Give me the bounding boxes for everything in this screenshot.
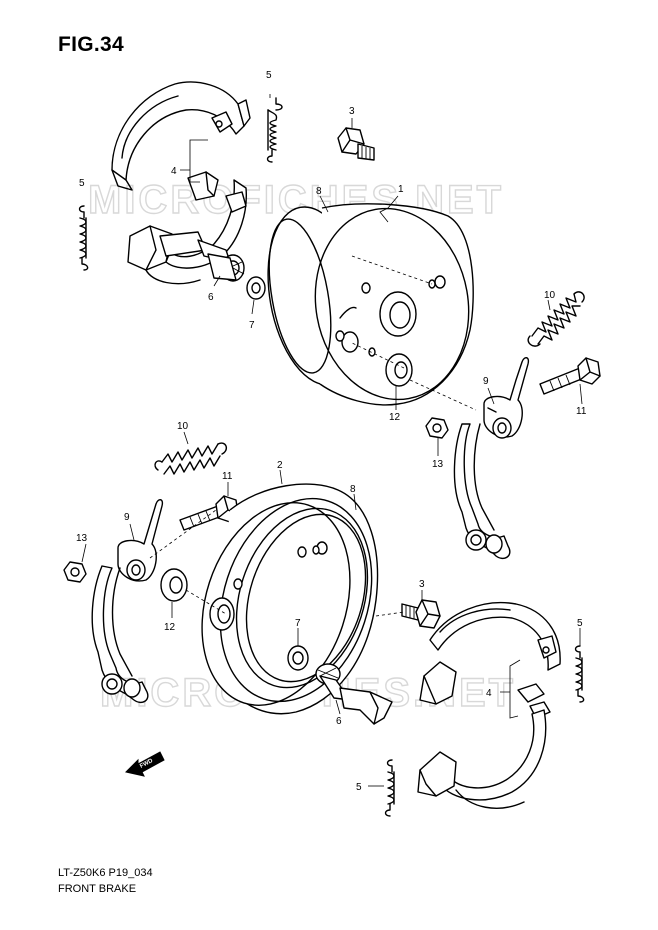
- bolt-lower: [401, 599, 441, 629]
- diagram-code: LT-Z50K6 P19_034: [58, 867, 153, 879]
- figure-title: FIG.34: [58, 33, 124, 56]
- callout-3-lower: 3: [419, 579, 425, 590]
- callout-6-lower: 6: [336, 716, 342, 727]
- brake-arm-upper: [453, 357, 530, 560]
- callout-10-upper: 10: [544, 290, 556, 301]
- callout-5-left: 5: [79, 178, 85, 189]
- callout-13-lower: 13: [76, 533, 88, 544]
- callout-10-lower: 10: [177, 421, 189, 432]
- callout-5-top: 5: [266, 70, 272, 81]
- callout-3-upper: 3: [349, 106, 355, 117]
- callout-6-upper: 6: [208, 292, 214, 303]
- brake-camshaft-upper: [159, 231, 245, 282]
- brake-camshaft-lower: [315, 663, 393, 725]
- callouts-upper: 5 3 4 8 1 5 6 7 10 9 11 12 13: [79, 70, 587, 470]
- return-spring-upper-top: [266, 97, 283, 163]
- callout-9-upper: 9: [483, 376, 489, 387]
- callout-11-lower: 11: [222, 471, 233, 482]
- brake-drum-lower: [201, 483, 379, 715]
- callout-11-upper: 11: [576, 406, 587, 417]
- fwd-direction-badge: FWD: [125, 751, 165, 777]
- callouts-lower: 10 2 11 8 13 9 3 12 7 5 4 6 5: [76, 421, 583, 793]
- callout-8-lower: 8: [350, 484, 356, 495]
- spring-lower-left: [154, 442, 228, 475]
- callout-7-upper: 7: [249, 320, 255, 331]
- bolt-upper: [337, 127, 375, 161]
- spring-upper-right: [527, 291, 585, 347]
- washer-upper-12: [385, 353, 413, 387]
- callout-4-lower: 4: [486, 688, 492, 699]
- callout-8-upper: 8: [316, 186, 322, 197]
- callout-13-upper: 13: [432, 459, 444, 470]
- return-spring-lower-right: [574, 645, 585, 703]
- leader-lines-upper: [180, 94, 583, 456]
- bolt-upper-11: [539, 357, 601, 395]
- callout-4-upper: 4: [171, 166, 177, 177]
- washer-lower-12: [160, 568, 188, 602]
- diagram-name: FRONT BRAKE: [58, 883, 137, 895]
- return-spring-lower-bottom: [384, 759, 395, 817]
- callout-9-lower: 9: [124, 512, 130, 523]
- callout-5-right: 5: [577, 618, 583, 629]
- leader-lines-lower: [81, 431, 581, 787]
- callout-2: 2: [277, 460, 283, 471]
- brake-shoe-lower-right: [417, 601, 561, 809]
- return-spring-upper-left: [78, 205, 89, 271]
- callout-5-bottom: 5: [356, 782, 362, 793]
- callout-12-lower: 12: [164, 622, 176, 633]
- brake-drum-upper: [267, 203, 474, 406]
- washer-upper: [246, 276, 266, 300]
- callout-12-upper: 12: [389, 412, 401, 423]
- callout-1: 1: [398, 184, 404, 195]
- brake-arm-lower: [91, 499, 164, 704]
- nut-lower: [63, 561, 87, 583]
- callout-7-lower: 7: [295, 618, 301, 629]
- nut-upper: [425, 417, 449, 439]
